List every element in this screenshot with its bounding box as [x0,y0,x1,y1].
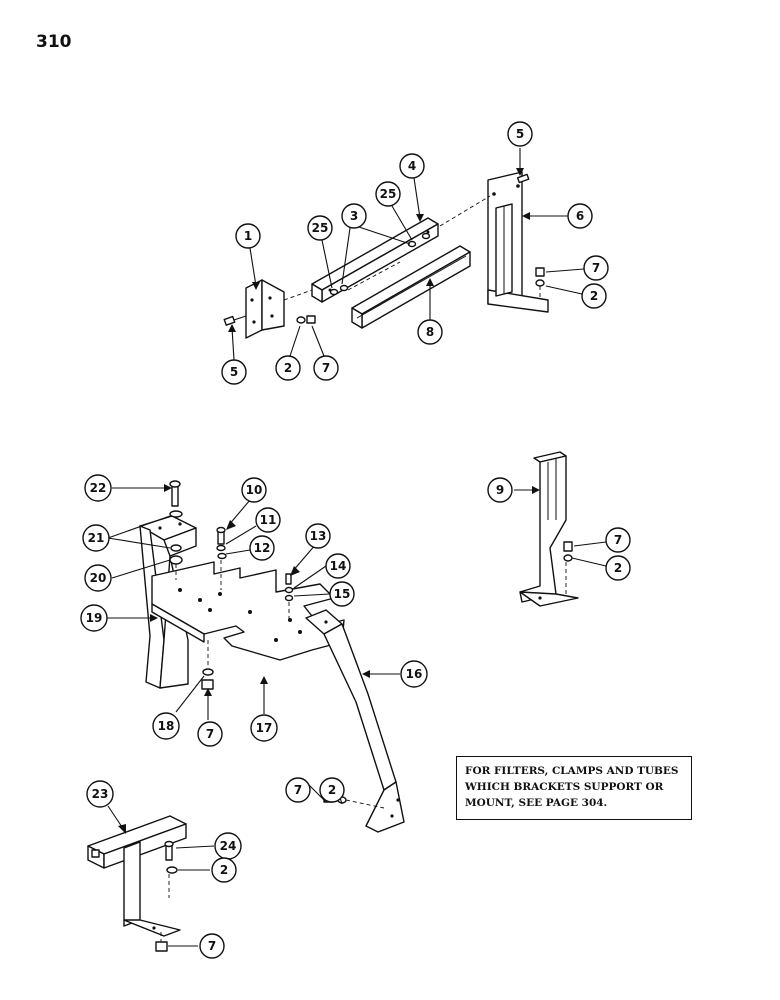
svg-text:15: 15 [334,587,351,601]
callout-c-6: 6 [567,203,593,229]
part-9-bracket [519,451,579,607]
svg-text:9: 9 [496,483,504,497]
reference-note: FOR FILTERS, CLAMPS AND TUBES WHICH BRAC… [456,756,692,820]
svg-text:19: 19 [86,611,103,625]
callout-c-1: 1 [235,223,261,249]
note-line-3: MOUNT, SEE PAGE 304. [465,797,608,809]
svg-text:6: 6 [576,209,584,223]
callout-c-2a: 2 [581,283,607,309]
svg-text:3: 3 [350,209,358,223]
svg-text:7: 7 [208,939,216,953]
svg-text:7: 7 [614,533,622,547]
callout-c-5a: 5 [507,121,533,147]
callout-c-7e: 7 [285,777,311,803]
svg-text:4: 4 [408,159,416,173]
svg-text:24: 24 [220,839,237,853]
note-line-1: FOR FILTERS, CLAMPS AND TUBES [465,765,679,777]
callout-c-2d: 2 [319,777,345,803]
callout-c-5b: 5 [221,359,247,385]
callout-c-18: 18 [152,712,180,740]
svg-text:7: 7 [322,361,330,375]
callout-c-7f: 7 [199,933,225,959]
callout-c-20: 20 [84,564,112,592]
svg-text:8: 8 [426,325,434,339]
svg-text:25: 25 [380,187,397,201]
part-8-channel [351,245,471,329]
svg-text:23: 23 [92,787,109,801]
callout-c-13: 13 [305,523,331,549]
callout-c-24: 24 [214,832,242,860]
callout-c-2b: 2 [275,355,301,381]
callout-c-7a: 7 [583,255,609,281]
part-17-plate [151,561,345,661]
svg-text:7: 7 [294,783,302,797]
callout-c-21: 21 [82,524,110,552]
middle-dashed-lines [175,560,567,809]
callout-c-3: 3 [341,203,367,229]
part-1-angle-bracket [245,279,285,339]
svg-text:7: 7 [206,727,214,741]
svg-text:25: 25 [312,221,329,235]
part-16-long-leg [305,609,405,833]
svg-text:2: 2 [284,361,292,375]
callout-c-11: 11 [255,507,281,533]
svg-text:2: 2 [220,863,228,877]
callout-c-2e: 2 [211,857,237,883]
svg-text:1: 1 [244,229,252,243]
svg-text:11: 11 [260,513,277,527]
bottom-dashed-lines [160,874,170,942]
svg-text:20: 20 [90,571,107,585]
callout-c-25b: 25 [307,215,333,241]
svg-text:13: 13 [310,529,327,543]
svg-text:5: 5 [516,127,524,141]
callout-c-23: 23 [86,780,114,808]
svg-text:2: 2 [590,289,598,303]
callout-c-10: 10 [241,477,267,503]
svg-text:18: 18 [158,719,175,733]
callout-c-17: 17 [250,714,278,742]
svg-text:10: 10 [246,483,263,497]
callout-c-25a: 25 [375,181,401,207]
svg-text:21: 21 [88,531,105,545]
bottom-hardware [155,840,178,952]
callout-c-22: 22 [84,474,112,502]
callout-c-2c: 2 [605,555,631,581]
callout-c-4: 4 [399,153,425,179]
svg-text:12: 12 [254,541,271,555]
svg-text:22: 22 [90,481,107,495]
part-6-upright-bracket [487,171,549,313]
top-dashed-lines [283,195,541,301]
page-number: 310 [36,32,72,52]
callout-c-14: 14 [325,553,351,579]
callout-c-8: 8 [417,319,443,345]
callout-c-19: 19 [80,604,108,632]
callout-c-15: 15 [329,581,355,607]
callout-c-16: 16 [400,660,428,688]
svg-text:5: 5 [230,365,238,379]
callout-c-12: 12 [249,535,275,561]
part-23-bracket [87,815,187,937]
callout-c-7c: 7 [605,527,631,553]
callout-c-9: 9 [487,477,513,503]
svg-text:2: 2 [614,561,622,575]
svg-text:14: 14 [330,559,347,573]
svg-text:2: 2 [328,783,336,797]
leader-lines [106,148,607,947]
top-hardware [223,173,545,326]
svg-text:7: 7 [592,261,600,275]
svg-text:16: 16 [406,667,423,681]
svg-text:17: 17 [256,721,273,735]
callout-c-7d: 7 [197,721,223,747]
callout-c-7b: 7 [313,355,339,381]
note-line-2: WHICH BRACKETS SUPPORT OR [465,781,664,793]
